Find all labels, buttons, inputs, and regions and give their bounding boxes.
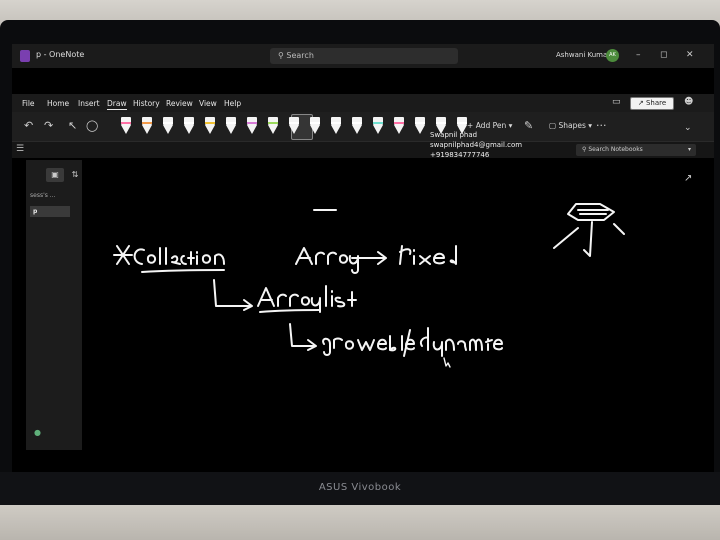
menu-file[interactable]: File: [22, 99, 35, 108]
plus-icon: +: [467, 121, 474, 130]
search-input[interactable]: ⚲ Search: [270, 48, 458, 64]
ink-cursor: [443, 357, 451, 368]
ink-sketch-top-right: [553, 203, 625, 257]
pen-4-icon[interactable]: [183, 117, 195, 135]
sticky-note-icon[interactable]: ▭: [612, 97, 621, 107]
pen-1-icon[interactable]: [120, 117, 132, 135]
pen-3-icon[interactable]: [162, 117, 174, 135]
pen-14-icon[interactable]: [393, 117, 405, 135]
ruler-icon[interactable]: ✎: [524, 119, 534, 132]
laptop-bottom-bezel: [0, 472, 720, 505]
chevron-down-icon: ▾: [588, 121, 593, 130]
search-placeholder: Search: [286, 51, 314, 60]
user-name[interactable]: Ashwani Kumar: [556, 51, 611, 59]
menu-history[interactable]: History: [133, 99, 160, 108]
chevron-down-icon: ▾: [687, 146, 691, 153]
search-icon: ⚲: [582, 146, 587, 153]
menu-bar: File Home Insert Draw History Review Vie…: [12, 94, 714, 112]
share-label: Share: [645, 99, 667, 107]
ink-collection: [113, 245, 225, 273]
add-pen-label: Add Pen: [475, 121, 507, 130]
avatar[interactable]: AK: [606, 49, 619, 62]
page-navigation-pane: ▣ ⇅ sess's ... p ●: [26, 160, 82, 450]
select-cursor-icon[interactable]: ↖: [68, 119, 78, 132]
shapes-icon: ▢: [549, 121, 557, 130]
menu-view[interactable]: View: [199, 99, 217, 108]
maximize-icon[interactable]: ◻: [660, 50, 668, 60]
pen-6-icon[interactable]: [225, 117, 237, 135]
laptop-screen: p - OneNote ⚲ Search Ashwani Kumar AK – …: [12, 44, 714, 472]
share-button[interactable]: ↗ Share: [630, 97, 674, 110]
page-item-sess[interactable]: sess's ...: [30, 192, 56, 199]
lasso-select-icon[interactable]: ◯: [86, 119, 99, 132]
ribbon-expand-icon[interactable]: ⌄: [684, 123, 692, 133]
chevron-down-icon: ▾: [508, 121, 513, 130]
draw-toolbar: ↶ ↷ ↖ ◯ + Add Pen ▾ ✎ ▢ Shapes ▾ ··· ⌄: [12, 112, 714, 142]
pen-2-icon[interactable]: [141, 117, 153, 135]
pen-11-icon[interactable]: [330, 117, 342, 135]
contact-email: swapnilphad4@gmail.com: [430, 141, 523, 149]
menu-draw[interactable]: Draw: [107, 99, 127, 110]
pen-9-icon[interactable]: [288, 117, 300, 135]
shapes-label: Shapes: [558, 121, 586, 130]
minimize-icon[interactable]: –: [636, 50, 641, 60]
pen-16-icon[interactable]: [435, 117, 447, 135]
undo-icon[interactable]: ↶: [24, 119, 34, 132]
ink-growable-dynamic: [289, 323, 503, 357]
device-brand-label: ASUS Vivobook: [318, 482, 402, 493]
page-item-p[interactable]: p: [30, 206, 70, 217]
desk-surface: [0, 505, 720, 540]
ink-fixed: [399, 245, 457, 265]
onenote-app-icon: [20, 50, 30, 62]
contact-name: Swapnil phad: [430, 131, 478, 139]
menu-home[interactable]: Home: [47, 99, 70, 108]
contact-phone: +919834777746: [430, 151, 490, 159]
notebook-row: ☰ ⚲ Search Notebooks ▾: [12, 142, 714, 158]
document-title: p - OneNote: [36, 50, 85, 59]
page-icon[interactable]: ▣: [46, 168, 64, 182]
share-icon: ↗: [637, 99, 644, 107]
pen-13-icon[interactable]: [372, 117, 384, 135]
pen-7-icon[interactable]: [246, 117, 258, 135]
pen-12-icon[interactable]: [351, 117, 363, 135]
more-options-icon[interactable]: ···: [596, 119, 607, 132]
menu-review[interactable]: Review: [166, 99, 193, 108]
pen-10-icon[interactable]: [309, 117, 321, 135]
shapes-button[interactable]: ▢ Shapes ▾: [549, 121, 592, 130]
search-icon: ⚲: [278, 51, 284, 60]
contact-overlay: Swapnil phad swapnilphad4@gmail.com +919…: [430, 130, 580, 168]
ink-arraylist: [213, 279, 357, 313]
feedback-icon[interactable]: ☻: [684, 97, 694, 107]
sort-icon[interactable]: ⇅: [71, 170, 79, 179]
fullscreen-icon[interactable]: ↗: [684, 173, 693, 184]
notebook-search-placeholder: Search Notebooks: [588, 146, 643, 153]
add-pen-button[interactable]: + Add Pen ▾: [467, 121, 512, 130]
title-bar: p - OneNote ⚲ Search Ashwani Kumar AK – …: [12, 44, 714, 68]
pen-8-icon[interactable]: [267, 117, 279, 135]
note-canvas[interactable]: [84, 160, 714, 472]
status-icon: ●: [34, 428, 41, 437]
redo-icon[interactable]: ↷: [44, 119, 54, 132]
pen-5-icon[interactable]: [204, 117, 216, 135]
menu-help[interactable]: Help: [224, 99, 242, 108]
notebook-search-input[interactable]: ⚲ Search Notebooks ▾: [576, 144, 696, 156]
ink-array: [295, 247, 387, 274]
menu-insert[interactable]: Insert: [78, 99, 100, 108]
hamburger-menu-icon[interactable]: ☰: [16, 144, 25, 154]
pen-15-icon[interactable]: [414, 117, 426, 135]
close-icon[interactable]: ✕: [686, 50, 694, 60]
pen-17-icon[interactable]: [456, 117, 468, 135]
